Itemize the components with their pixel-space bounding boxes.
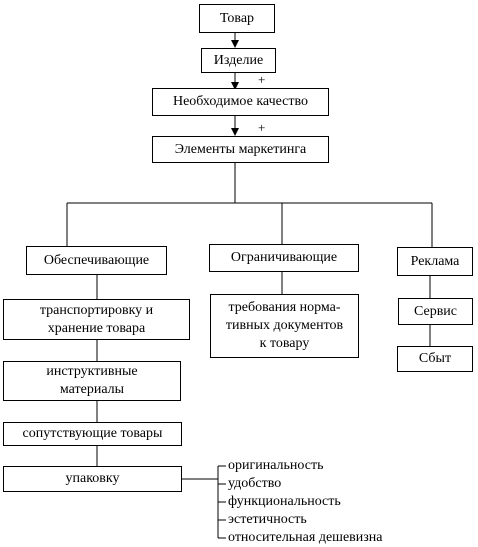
node-ensuring-label: Обеспечивающие <box>43 252 150 268</box>
node-related-goods: сопутствующие товары <box>3 422 182 446</box>
node-instructions-line1: инструктивные <box>46 364 138 379</box>
node-quality: Необходимое качество <box>152 88 329 116</box>
node-service: Сервис <box>398 298 473 325</box>
node-transport: транспортировку и хранение товара <box>3 299 190 340</box>
plus-sign-2: + <box>258 120 266 135</box>
property-convenience: удобство <box>228 476 282 491</box>
node-limiting: Ограничивающие <box>209 244 359 272</box>
node-requirements-line2: тивных документов <box>225 318 344 333</box>
node-marketing: Элементы маркетинга <box>152 136 329 163</box>
node-marketing-label: Элементы маркетинга <box>174 141 307 157</box>
node-ensuring: Обеспечивающие <box>26 246 167 275</box>
node-advertising: Реклама <box>397 247 473 276</box>
property-originality: оригинальность <box>228 458 324 473</box>
node-tovar: Товар <box>199 4 275 33</box>
node-sale-label: Сбыт <box>418 351 452 366</box>
node-instructions: инструктивные материалы <box>3 361 181 401</box>
plus-sign-1: + <box>258 72 266 87</box>
node-requirements-line1: требования норма- <box>228 300 341 315</box>
property-functionality: функциональность <box>228 494 341 509</box>
node-requirements: требования норма- тивных документов к то… <box>210 294 359 358</box>
node-izdelie-label: Изделие <box>213 52 264 68</box>
node-izdelie: Изделие <box>201 48 276 73</box>
node-related-goods-label: сопутствующие товары <box>22 426 163 441</box>
node-service-label: Сервис <box>413 303 458 319</box>
node-advertising-label: Реклама <box>410 253 460 269</box>
node-limiting-label: Ограничивающие <box>230 250 338 265</box>
node-quality-label: Необходимое качество <box>172 94 309 109</box>
node-transport-line1: транспортировку и <box>39 302 154 318</box>
node-requirements-line3: к товару <box>259 336 310 351</box>
node-packaging-label: упаковку <box>65 471 120 486</box>
node-tovar-label: Товар <box>219 10 255 26</box>
node-transport-line2: хранение товара <box>47 320 146 336</box>
node-packaging: упаковку <box>3 466 182 492</box>
property-cheapness: относительная дешевизна <box>228 530 383 545</box>
node-instructions-line2: материалы <box>59 382 125 397</box>
node-sale: Сбыт <box>397 346 473 372</box>
property-aesthetics: эстетичность <box>228 512 307 527</box>
